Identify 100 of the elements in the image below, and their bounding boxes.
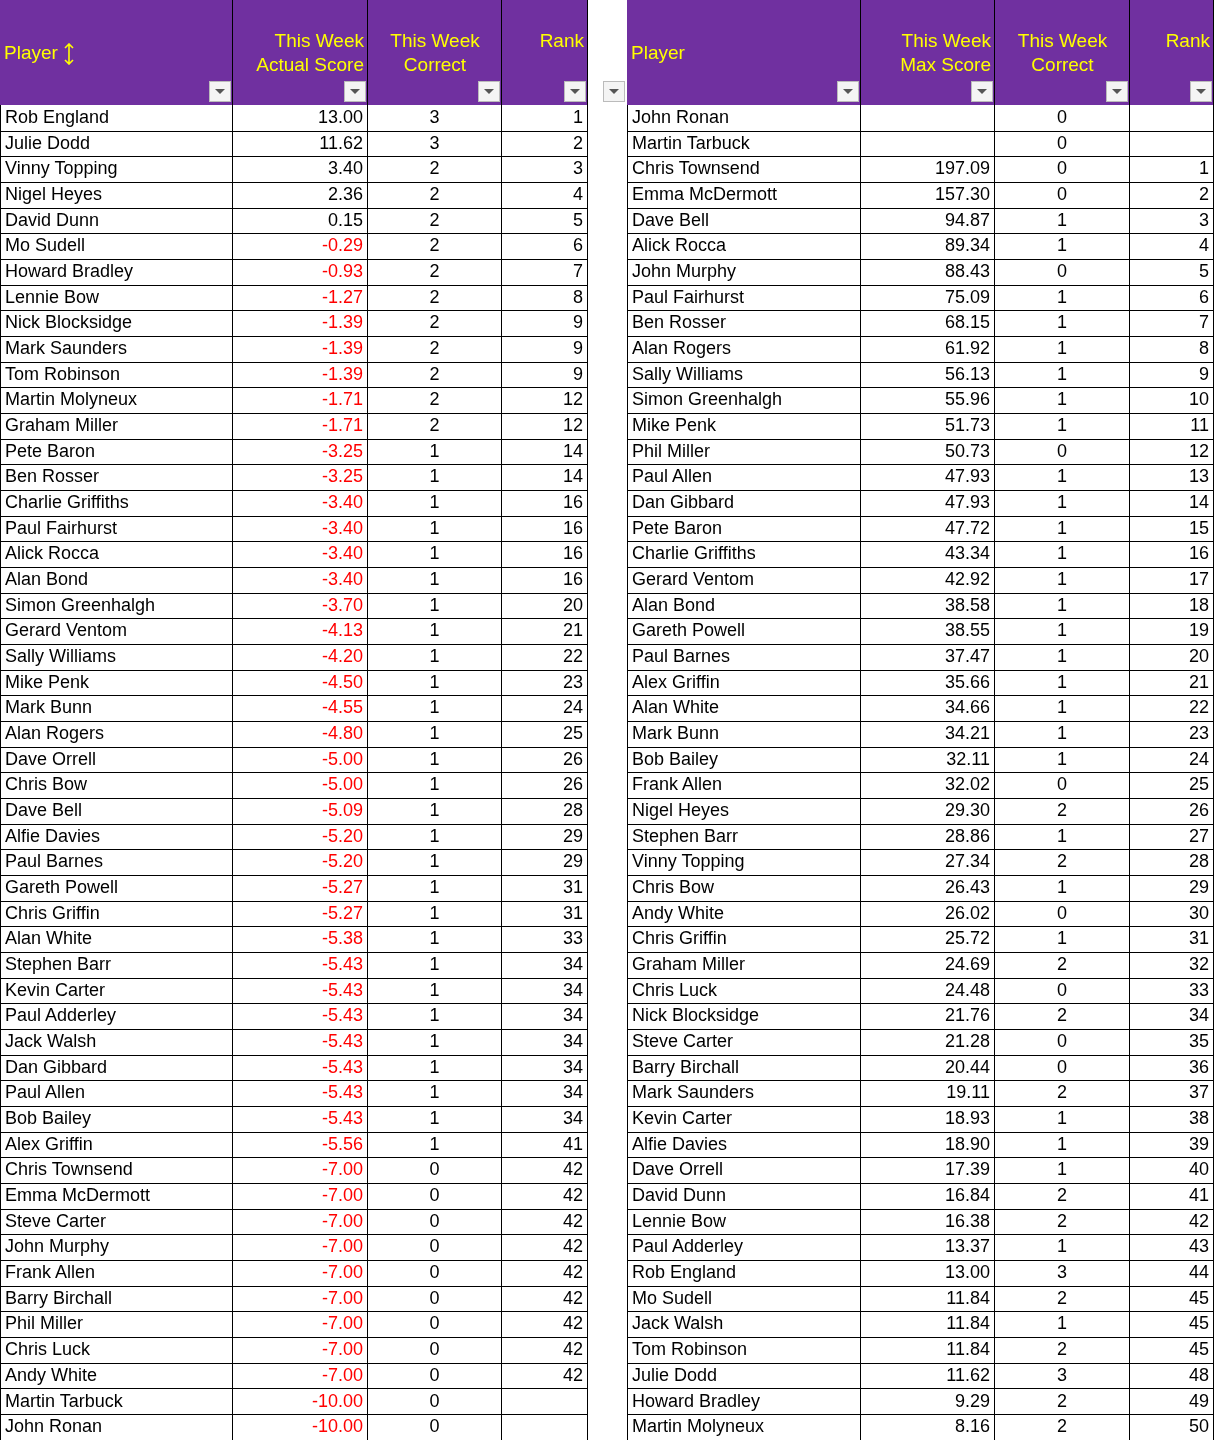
- score-value: 3.40: [233, 156, 368, 183]
- score-value: 68.15: [861, 310, 995, 337]
- correct-count: 1: [368, 875, 502, 902]
- player-name: Chris Bow: [627, 875, 861, 902]
- rank-value: 12: [502, 413, 588, 440]
- rank-value: 15: [1130, 515, 1214, 543]
- rank-value: 4: [1130, 233, 1214, 260]
- score-value: -5.43: [233, 977, 368, 1005]
- correct-count: 0: [368, 1234, 502, 1262]
- correct-count: 1: [368, 1054, 502, 1082]
- correct-count: 1: [368, 541, 502, 569]
- player-name: Sally Williams: [0, 644, 233, 671]
- correct-count: 1: [368, 644, 502, 671]
- player-name: Ben Rosser: [627, 310, 861, 337]
- player-name: Nick Blocksidge: [0, 310, 233, 337]
- score-value: 11.84: [861, 1285, 995, 1313]
- score-value: -5.43: [233, 1054, 368, 1082]
- score-value: 34.21: [861, 721, 995, 748]
- player-name: Alan White: [0, 926, 233, 954]
- correct-count: 1: [368, 772, 502, 800]
- rank-value: 9: [502, 310, 588, 337]
- rank-value: 3: [502, 156, 588, 183]
- correct-count: 2: [368, 284, 502, 312]
- player-name: Jack Walsh: [627, 1311, 861, 1339]
- player-name: Mark Saunders: [0, 336, 233, 363]
- correct-count: 1: [368, 515, 502, 543]
- player-name: Martin Tarbuck: [0, 1388, 233, 1416]
- rank-value: 22: [502, 644, 588, 671]
- player-name: Bob Bailey: [627, 746, 861, 774]
- player-name: Paul Adderley: [627, 1234, 861, 1262]
- player-name: Paul Allen: [0, 1080, 233, 1108]
- header-text: Player: [4, 42, 58, 63]
- score-value: -7.00: [233, 1208, 368, 1236]
- player-name: Alan Bond: [0, 567, 233, 594]
- rank-value: 7: [1130, 310, 1214, 337]
- score-value: 21.28: [861, 1029, 995, 1056]
- player-name: Mo Sudell: [0, 233, 233, 260]
- score-value: 94.87: [861, 207, 995, 235]
- rank-value: 34: [502, 977, 588, 1005]
- correct-count: 1: [995, 1131, 1130, 1159]
- player-name: Paul Barnes: [0, 849, 233, 877]
- correct-count: 1: [368, 464, 502, 492]
- rank-value: 34: [502, 1054, 588, 1082]
- player-name: Nick Blocksidge: [627, 1003, 861, 1031]
- correct-count: 1: [995, 926, 1130, 954]
- rank-value: 28: [502, 798, 588, 825]
- rank-value: 42: [502, 1260, 588, 1287]
- correct-count: 1: [995, 413, 1130, 440]
- score-value: -1.39: [233, 336, 368, 363]
- score-value: -4.50: [233, 669, 368, 697]
- correct-count: 1: [995, 644, 1130, 671]
- correct-count: 1: [368, 490, 502, 517]
- score-value: 37.47: [861, 644, 995, 671]
- rank-value: 42: [502, 1337, 588, 1364]
- rank-value: 41: [502, 1131, 588, 1159]
- score-value: -3.25: [233, 438, 368, 466]
- player-name: Pete Baron: [0, 438, 233, 466]
- rank-value: 1: [1130, 156, 1214, 183]
- score-value: -4.20: [233, 644, 368, 671]
- rank-value: 16: [502, 541, 588, 569]
- rank-value: 43: [1130, 1234, 1214, 1262]
- player-name: Alick Rocca: [627, 233, 861, 260]
- score-value: 11.84: [861, 1311, 995, 1339]
- score-value: -0.29: [233, 233, 368, 260]
- correct-count: 3: [368, 130, 502, 158]
- player-name: Charlie Griffiths: [627, 541, 861, 569]
- score-value: -3.40: [233, 515, 368, 543]
- correct-count: 2: [995, 952, 1130, 979]
- rank-value: 3: [1130, 207, 1214, 235]
- rank-value: 16: [502, 490, 588, 517]
- score-value: 29.30: [861, 798, 995, 825]
- player-name: Dave Orrell: [0, 746, 233, 774]
- player-name: Stephen Barr: [627, 823, 861, 851]
- player-name: David Dunn: [0, 207, 233, 235]
- rank-value: 29: [1130, 875, 1214, 902]
- score-value: 18.93: [861, 1106, 995, 1133]
- player-name: Barry Birchall: [0, 1285, 233, 1313]
- rank-value: 17: [1130, 567, 1214, 594]
- score-value: 19.11: [861, 1080, 995, 1108]
- score-value: 47.93: [861, 490, 995, 517]
- rank-value: 9: [502, 336, 588, 363]
- player-name: Mark Bunn: [0, 695, 233, 723]
- score-value: 38.55: [861, 618, 995, 646]
- score-value: 8.16: [861, 1414, 995, 1440]
- score-value: -0.93: [233, 259, 368, 286]
- player-name: Chris Griffin: [0, 900, 233, 928]
- score-value: -1.71: [233, 413, 368, 440]
- score-value: 9.29: [861, 1388, 995, 1416]
- player-name: Ben Rosser: [0, 464, 233, 492]
- rank-value: 16: [502, 515, 588, 543]
- score-value: -3.25: [233, 464, 368, 492]
- player-name: Mike Penk: [0, 669, 233, 697]
- rank-value: 9: [502, 361, 588, 389]
- rank-value: 48: [1130, 1362, 1214, 1390]
- score-value: 32.02: [861, 772, 995, 800]
- score-value: 24.48: [861, 977, 995, 1005]
- header-text: This Week Max Score: [900, 30, 991, 75]
- player-name: Alan Rogers: [627, 336, 861, 363]
- header-text: Player: [631, 42, 685, 63]
- correct-count: 0: [995, 438, 1130, 466]
